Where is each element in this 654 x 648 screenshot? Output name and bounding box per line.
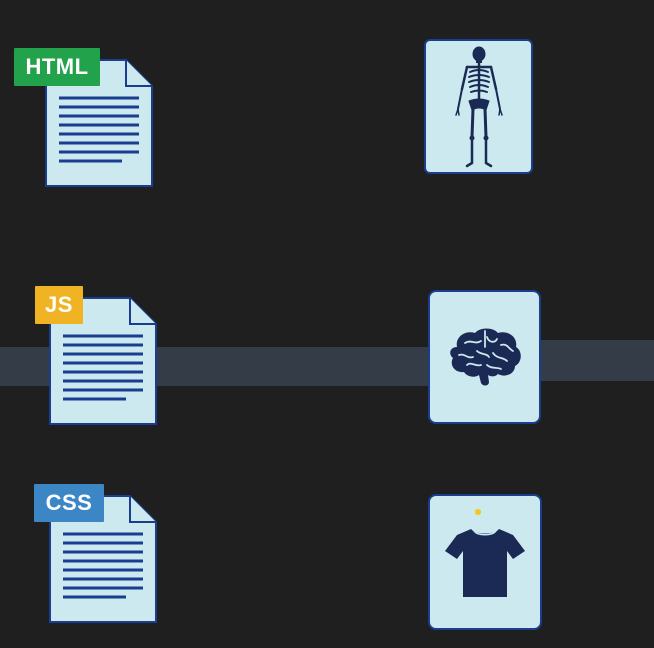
skeleton-card bbox=[424, 39, 533, 174]
skeleton-icon bbox=[454, 46, 503, 167]
tshirt-icon bbox=[445, 529, 525, 597]
html-file-icon bbox=[45, 59, 153, 187]
html-badge: HTML bbox=[14, 48, 100, 86]
brain-icon bbox=[449, 328, 521, 386]
tshirt-card bbox=[428, 494, 542, 630]
brain-card bbox=[428, 290, 541, 424]
js-badge: JS bbox=[35, 286, 83, 324]
css-badge: CSS bbox=[34, 484, 104, 522]
css-file-icon bbox=[49, 495, 157, 623]
accent-dot bbox=[475, 509, 481, 515]
js-file-icon bbox=[49, 297, 157, 425]
connector-band-right bbox=[540, 340, 654, 381]
